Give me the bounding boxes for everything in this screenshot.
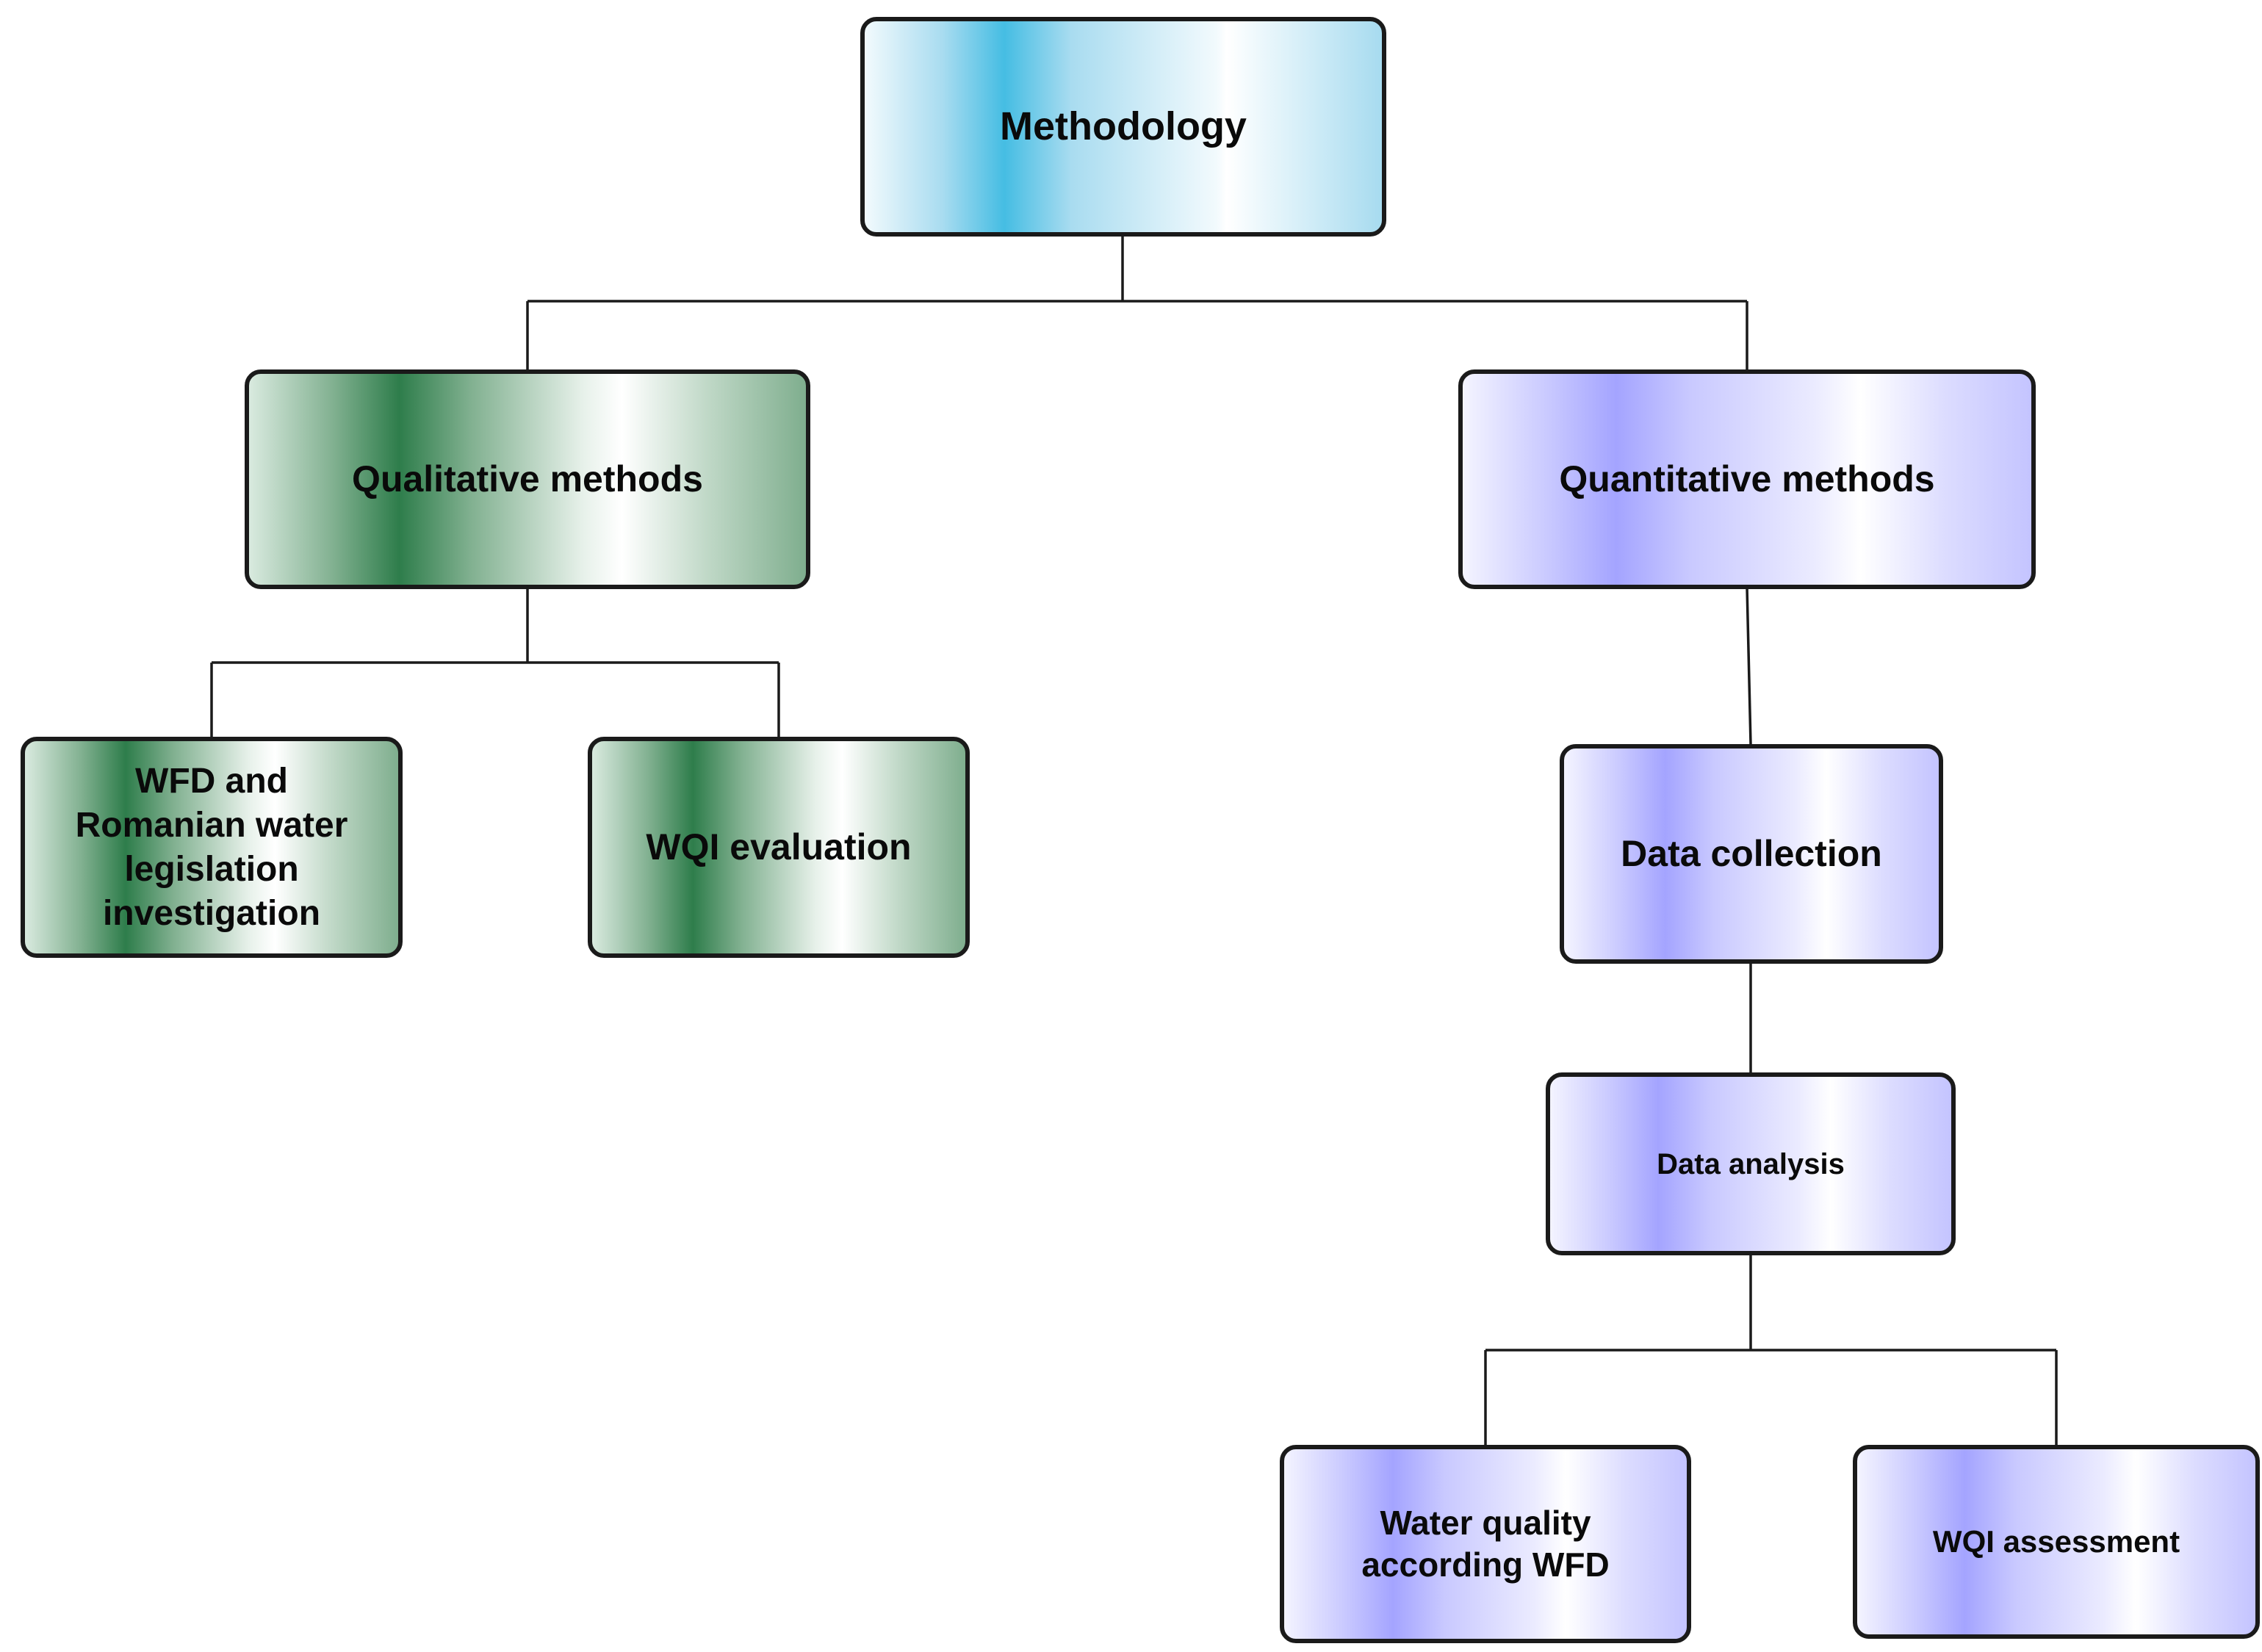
node-methodology-label: Methodology <box>1000 104 1247 148</box>
node-quantitative-methods: Quantitative methods <box>1458 369 2036 589</box>
node-data-analysis: Data analysis <box>1546 1072 1956 1255</box>
connector-dataanalysis-children <box>1484 1254 2058 1445</box>
node-wqi-evaluation-label: WQI evaluation <box>646 826 912 868</box>
node-qualitative-methods-label: Qualitative methods <box>352 458 703 500</box>
node-data-collection: Data collection <box>1560 744 1943 964</box>
node-wqi-assessment-label: WQI assessment <box>1932 1523 2180 1559</box>
node-quantitative-methods-label: Quantitative methods <box>1559 458 1935 500</box>
node-methodology: Methodology <box>860 17 1386 237</box>
node-wfd-romanian-legislation-label: WFD and Romanian water legislation inves… <box>75 761 348 933</box>
connector-qualitative-children <box>210 588 780 737</box>
node-wfd-romanian-legislation: WFD and Romanian water legislation inves… <box>21 737 403 958</box>
node-wqi-evaluation: WQI evaluation <box>588 737 970 958</box>
node-water-quality-wfd: Water quality according WFD <box>1280 1445 1691 1643</box>
node-data-analysis-label: Data analysis <box>1657 1147 1845 1180</box>
node-water-quality-wfd-label: Water quality according WFD <box>1361 1503 1610 1584</box>
connector-quantitative-datacollection <box>1746 587 1752 745</box>
node-wqi-assessment: WQI assessment <box>1853 1445 2260 1639</box>
node-qualitative-methods: Qualitative methods <box>245 369 810 589</box>
node-data-collection-label: Data collection <box>1621 833 1882 875</box>
connector-root-children <box>526 235 1748 369</box>
